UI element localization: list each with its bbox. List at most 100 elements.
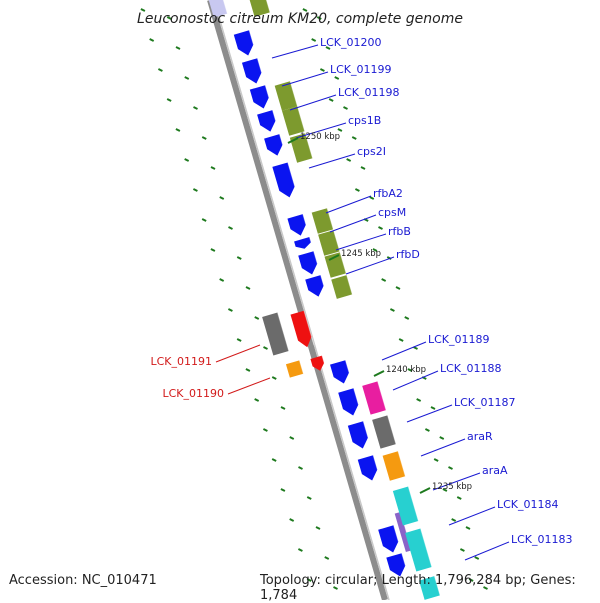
cds-feature-4-shape bbox=[257, 110, 276, 132]
cds-feature-15-shape bbox=[378, 525, 399, 553]
cds-feature-1-shape bbox=[233, 30, 254, 56]
cog-feature-12-shape bbox=[392, 486, 419, 526]
cog-feature-12 bbox=[392, 486, 419, 526]
reverse-feature-orange-shape bbox=[285, 360, 304, 378]
cds-feature-4-shine bbox=[271, 110, 279, 130]
top-feature-shape bbox=[207, 0, 228, 18]
cog-feature-14-shine bbox=[433, 576, 441, 596]
tick-2-340 bbox=[398, 338, 404, 342]
cds-feature-4 bbox=[257, 110, 279, 132]
tick-1-468 bbox=[298, 466, 303, 470]
cog-feature-11-shape bbox=[382, 451, 406, 481]
tick-2-70 bbox=[319, 68, 325, 72]
tick-0-160 bbox=[184, 158, 190, 162]
cog-feature-11-shine bbox=[397, 451, 406, 477]
reverse-feature-red-shape bbox=[290, 310, 312, 348]
tick-0-370 bbox=[245, 368, 251, 372]
tick-1-408 bbox=[280, 406, 286, 410]
reverse-feature-grey-shape bbox=[262, 312, 289, 356]
accession-text: Accession: NC_010471 bbox=[9, 573, 157, 588]
cds-feature-16 bbox=[386, 553, 409, 577]
leader-line bbox=[227, 377, 271, 395]
tick-3-78 bbox=[334, 76, 340, 80]
leader-line bbox=[381, 341, 427, 361]
scale-label: 1245 kbp bbox=[341, 249, 381, 259]
tick-0-430 bbox=[262, 428, 268, 432]
cog-feature-2-shine bbox=[289, 81, 298, 107]
topology-text: Topology: circular; Length: 1,796,284 bp… bbox=[260, 573, 576, 603]
gene-label: LCK_01198 bbox=[338, 86, 400, 99]
tick-1-18 bbox=[166, 16, 172, 20]
tick-0-40 bbox=[149, 38, 155, 42]
cog-feature-14-shape bbox=[419, 576, 440, 600]
reverse-feature-red bbox=[290, 310, 315, 348]
gene-label: LCK_01183 bbox=[511, 533, 573, 546]
tick-2-400 bbox=[416, 398, 422, 402]
cds-feature-6-shine bbox=[287, 162, 298, 196]
gene-label: cpsM bbox=[378, 206, 406, 219]
tick-0-280 bbox=[219, 278, 225, 282]
tick-1-258 bbox=[236, 256, 242, 260]
scale-tick bbox=[373, 370, 385, 377]
tick-0-70 bbox=[157, 68, 163, 72]
cog-feature-6 bbox=[318, 230, 341, 256]
cds-feature-13 bbox=[347, 421, 371, 449]
leader-line bbox=[420, 438, 466, 457]
gene-label: LCK_01200 bbox=[320, 36, 382, 49]
tick-1-288 bbox=[245, 286, 251, 290]
cds-feature-13-shine bbox=[362, 421, 371, 447]
cog-feature-2-shape bbox=[274, 81, 298, 111]
gene-label: LCK_01190 bbox=[162, 387, 224, 400]
leader-line bbox=[289, 94, 337, 111]
cog-feature-14 bbox=[419, 576, 441, 600]
cds-feature-7 bbox=[287, 214, 309, 236]
tick-2-40 bbox=[311, 38, 317, 42]
tick-0-310 bbox=[227, 308, 233, 312]
cds-feature-7-shine bbox=[302, 214, 309, 234]
tick-0-520 bbox=[289, 518, 295, 522]
reverse-feature-red-small-shape bbox=[310, 355, 325, 371]
leader-line bbox=[295, 122, 347, 139]
tick-marks bbox=[140, 8, 488, 590]
tick-3-288 bbox=[395, 286, 401, 290]
cds-feature-11-shine bbox=[344, 360, 353, 382]
cog-feature-11 bbox=[382, 451, 406, 481]
tick-3-528 bbox=[465, 526, 471, 530]
cog-feature-1 bbox=[248, 0, 271, 17]
tick-1-438 bbox=[289, 436, 295, 440]
cds-feature-11-shape bbox=[330, 360, 350, 384]
cds-feature-14-shine bbox=[372, 455, 381, 479]
cds-feature-8-shape bbox=[294, 236, 311, 249]
cds-feature-3-shape bbox=[249, 85, 269, 109]
tick-1-318 bbox=[254, 316, 260, 320]
tick-2-280 bbox=[381, 278, 387, 282]
cds-feature-1-shine bbox=[248, 30, 257, 54]
cog-feature-8-shine bbox=[346, 275, 353, 295]
cds-feature-11 bbox=[330, 360, 353, 384]
cog-feature-13-shape bbox=[405, 528, 432, 572]
cog-feature-12-shine bbox=[407, 486, 419, 522]
cds-feature-3-shine bbox=[264, 85, 272, 107]
tick-0-550 bbox=[297, 548, 303, 552]
scale-tick bbox=[328, 254, 340, 261]
gene-label: cps1B bbox=[348, 114, 381, 127]
tick-0-190 bbox=[192, 188, 198, 192]
cog-feature-2 bbox=[274, 81, 298, 111]
reverse-feature-red-shine bbox=[303, 310, 315, 346]
tick-3-588 bbox=[483, 586, 488, 590]
reverse-feature-orange-shine bbox=[298, 360, 304, 374]
tick-2-580 bbox=[468, 578, 474, 582]
leader-line bbox=[215, 344, 261, 363]
tick-3-468 bbox=[448, 466, 453, 470]
tick-1-558 bbox=[324, 556, 330, 560]
gene-label: rfbA2 bbox=[373, 187, 403, 200]
cog-feature-10 bbox=[372, 415, 397, 449]
cds-feature-12-shape bbox=[338, 388, 359, 416]
cds-feature-8 bbox=[294, 236, 313, 249]
top-feature bbox=[207, 0, 228, 18]
cog-feature-8 bbox=[331, 275, 353, 299]
tick-3-498 bbox=[456, 496, 462, 500]
tick-0-100 bbox=[166, 98, 172, 102]
cds-feature-13-shape bbox=[347, 421, 368, 449]
